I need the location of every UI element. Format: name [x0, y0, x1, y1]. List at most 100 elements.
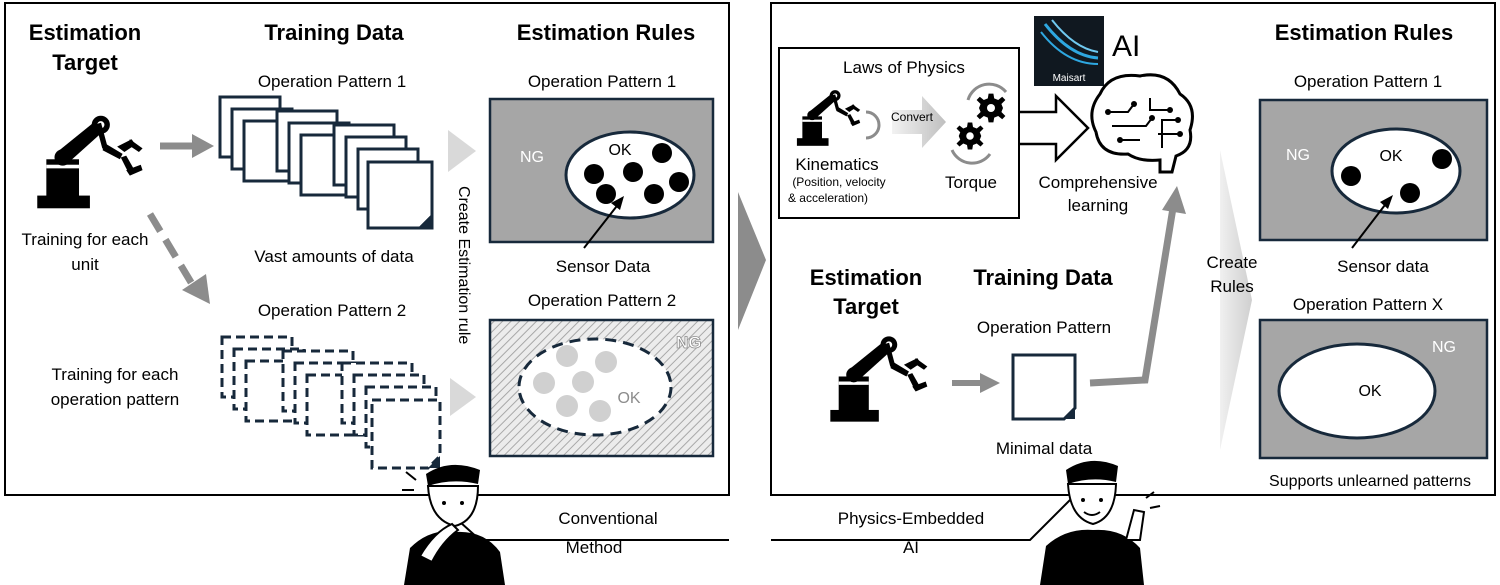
sensor-dot	[1400, 183, 1420, 203]
estimation-rules-heading: Estimation Rules	[517, 20, 695, 45]
training-each-unit-line2: unit	[71, 255, 99, 274]
rules-box-pattern1-right: NG OK	[1258, 98, 1489, 242]
convert-label: Convert	[891, 110, 934, 124]
pattern2-sheet-corner	[428, 456, 440, 468]
hollow-arrow-to-ai	[1020, 92, 1090, 164]
training-each-unit-line1: Training for each	[22, 230, 149, 249]
ai-label: AI	[1112, 30, 1140, 63]
rules1-ok-label: OK	[608, 142, 631, 159]
estimation-target-heading-line2-right: Target	[833, 294, 899, 319]
industrial-robot-icon-right	[830, 336, 928, 422]
worried-worker-icon	[402, 464, 505, 585]
rules-pattern2-label: Operation Pattern 2	[528, 291, 676, 310]
ghost-sensor-dot	[572, 371, 594, 393]
physics-ai-method-line2: AI	[903, 538, 919, 557]
rulesx-ng-label: NG	[1432, 339, 1456, 356]
rules-box-patternx: NG OK	[1258, 318, 1489, 460]
create-estimation-rule-vertical: Create Estimation rule	[455, 186, 472, 344]
industrial-robot-icon	[37, 115, 143, 209]
training-each-pattern-line2: operation pattern	[51, 390, 180, 409]
training-data-heading: Training Data	[264, 20, 404, 45]
physics-ai-label-tab	[771, 494, 1076, 541]
light-arrow-to-rules1	[448, 130, 476, 172]
sensor-data-caption: Sensor Data	[556, 257, 651, 276]
rules-pattern1-label-right: Operation Pattern 1	[1294, 72, 1442, 91]
ghost-sensor-dot	[589, 400, 611, 422]
arrow-data-to-ai	[1089, 186, 1186, 387]
pattern2-data-sheets-icon	[220, 335, 442, 470]
kinematics-detail-line2: & acceleration)	[788, 191, 868, 205]
rules2-ng-label: NG	[676, 333, 702, 352]
sensor-pointer-line	[583, 201, 621, 249]
operation-pattern-label: Operation Pattern	[977, 318, 1111, 337]
rules-box-pattern2: NG OK	[488, 318, 715, 458]
rules2-ok-region	[517, 337, 673, 437]
rules1-ok-label-right: OK	[1379, 148, 1402, 165]
sensor-dot	[669, 172, 689, 192]
maisart-logo-text: Maisart	[1053, 73, 1086, 84]
kinematics-label: Kinematics	[795, 155, 878, 174]
dashed-arrow-to-pattern2	[146, 212, 210, 304]
conventional-panel: Estimation Target Training Data Estimati…	[4, 2, 730, 585]
create-rules-arrow	[1220, 150, 1252, 450]
laws-of-physics-title: Laws of Physics	[843, 58, 965, 77]
rules1-ng-label-right: NG	[1286, 147, 1310, 164]
torque-rotation-arc	[966, 82, 1008, 101]
rules-patternx-label: Operation Pattern X	[1293, 295, 1443, 314]
transition-arrow	[738, 192, 766, 330]
single-data-sheet-icon	[1011, 353, 1077, 421]
brain-icon	[1090, 73, 1194, 174]
create-rules-line1: Create	[1206, 253, 1257, 272]
arrow-to-pattern1	[160, 134, 214, 158]
sensor-dot	[584, 164, 604, 184]
rules-pattern1-label: Operation Pattern 1	[528, 72, 676, 91]
comprehensive-learning-line1: Comprehensive	[1038, 173, 1157, 192]
gear-icon	[956, 122, 984, 150]
pattern1-data-sheets-icon	[218, 95, 434, 230]
sensor-pointer-line-right	[1351, 200, 1389, 249]
minimal-data-caption: Minimal data	[996, 439, 1093, 458]
light-arrow-to-rules2	[450, 378, 476, 416]
torque-label: Torque	[945, 173, 997, 192]
sensor-dot	[596, 184, 616, 204]
sensor-dot	[644, 184, 664, 204]
sensor-dot	[623, 162, 643, 182]
rules2-ok-label: OK	[617, 390, 640, 407]
rulesx-ok-region	[1277, 342, 1437, 440]
ghost-sensor-dot	[533, 372, 555, 394]
conventional-method-line1: Conventional	[558, 509, 657, 528]
rules1-ok-region-right	[1330, 127, 1462, 215]
sensor-dot	[652, 143, 672, 163]
rules-box-pattern1: NG OK	[488, 97, 715, 244]
pattern1-label: Operation Pattern 1	[258, 72, 406, 91]
sensor-data-caption-right: Sensor data	[1337, 257, 1429, 276]
training-data-heading-right: Training Data	[973, 265, 1113, 290]
create-rules-line2: Rules	[1210, 277, 1253, 296]
confident-worker-icon	[1040, 460, 1161, 585]
rules1-ng-label: NG	[520, 149, 544, 166]
maisart-logo: Maisart	[1034, 16, 1104, 86]
pattern2-label: Operation Pattern 2	[258, 301, 406, 320]
ghost-sensor-dot	[556, 345, 578, 367]
estimation-target-heading-line1-right: Estimation	[810, 265, 922, 290]
estimation-target-heading-line1: Estimation	[29, 20, 141, 45]
estimation-rules-heading-right: Estimation Rules	[1275, 20, 1453, 45]
vast-data-caption: Vast amounts of data	[254, 247, 414, 266]
physics-ai-method-line1: Physics-Embedded	[838, 509, 984, 528]
conventional-method-line2: Method	[566, 538, 623, 557]
convert-arrow	[892, 96, 946, 148]
torque-rotation-arc	[950, 149, 992, 165]
conventional-panel-border	[4, 2, 730, 496]
physics-ai-panel: Laws of Physics Convert Kinematics (Posi…	[770, 2, 1496, 585]
sensor-dot	[1432, 149, 1452, 169]
arrow-to-single-sheet	[952, 373, 1000, 393]
sensor-dot	[1341, 166, 1361, 186]
estimation-target-heading-line2: Target	[52, 50, 118, 75]
gear-icon	[976, 93, 1006, 123]
ghost-sensor-dot	[556, 395, 578, 417]
supports-unlearned-caption: Supports unlearned patterns	[1269, 473, 1471, 490]
physics-ai-panel-border	[770, 2, 1496, 496]
rulesx-ok-label: OK	[1358, 383, 1381, 400]
